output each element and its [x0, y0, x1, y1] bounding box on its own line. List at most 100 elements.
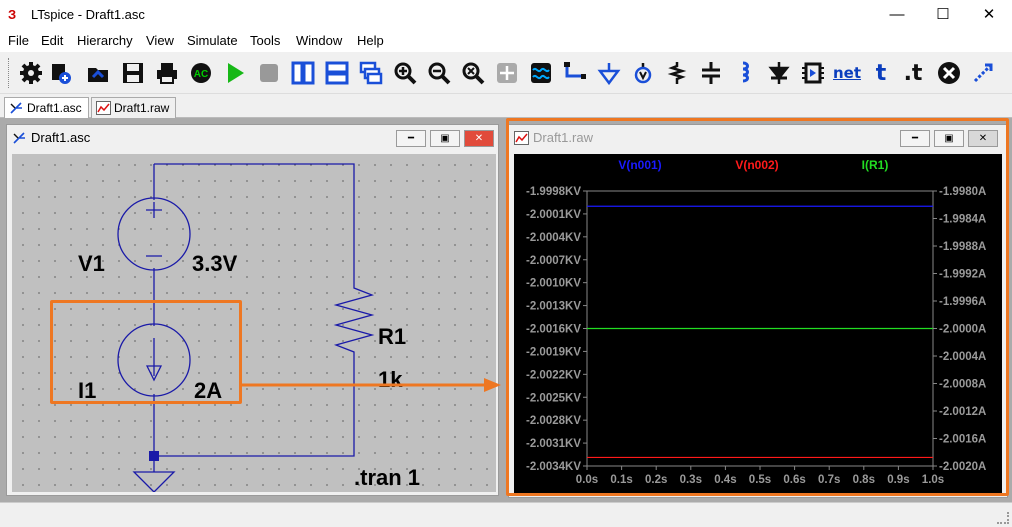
spice-directive-icon[interactable]: .t	[903, 60, 923, 86]
title-bar: З LTspice - Draft1.asc — ☐ ✕	[0, 0, 1012, 30]
save-icon[interactable]	[120, 60, 146, 86]
zoom-out-icon[interactable]	[426, 60, 452, 86]
schematic-restore-button[interactable]: ▣	[430, 130, 460, 147]
gear-icon[interactable]	[18, 60, 44, 86]
r1-value-label[interactable]: 1k	[378, 367, 403, 392]
text-icon[interactable]: t	[875, 60, 887, 86]
drag-icon[interactable]	[970, 60, 996, 86]
right-tick-label: -2.0012A	[939, 406, 986, 418]
left-tick-label: -2.0007KV	[526, 255, 581, 267]
schematic-titlebar[interactable]: Draft1.asc ━ ▣ ✕	[7, 125, 498, 151]
menu-edit[interactable]: Edit	[41, 33, 64, 48]
left-tick-label: -2.0022KV	[526, 369, 581, 381]
highlight-box-i1	[50, 300, 242, 404]
label-net-icon[interactable]	[630, 60, 656, 86]
annotation-arrow	[240, 378, 501, 392]
wire-icon[interactable]	[562, 60, 588, 86]
ground-symbol[interactable]	[132, 471, 176, 492]
tab-draft1-raw[interactable]: Draft1.raw	[91, 97, 177, 118]
schematic-title: Draft1.asc	[31, 130, 91, 145]
run-icon[interactable]	[222, 60, 248, 86]
schematic-canvas[interactable]: V1 3.3V I1 2A R1 1k .tran 1	[12, 154, 496, 492]
x-tick-label: 0.8s	[853, 474, 875, 486]
autorange-icon[interactable]	[528, 60, 554, 86]
pan-icon[interactable]	[494, 60, 520, 86]
menu-help[interactable]: Help	[357, 33, 384, 48]
x-tick-label: 0.3s	[680, 474, 702, 486]
net-label-icon[interactable]: net	[832, 64, 862, 82]
schematic-icon	[10, 102, 22, 114]
v1-value-label[interactable]: 3.3V	[192, 251, 238, 276]
r1-name-label[interactable]: R1	[378, 324, 406, 349]
waveform-titlebar[interactable]: Draft1.raw ━ ▣ ✕	[509, 125, 1007, 151]
x-tick-label: 0.6s	[783, 474, 805, 486]
i1-value-label[interactable]: 2A	[194, 378, 222, 403]
i1-symbol[interactable]	[117, 323, 191, 397]
v1-name-label[interactable]: V1	[78, 251, 105, 276]
tile-horizontal-icon[interactable]	[324, 60, 350, 86]
x-tick-label: 1.0s	[922, 474, 944, 486]
waveform-close-button[interactable]: ✕	[968, 130, 998, 147]
wire-top	[154, 163, 355, 278]
menu-view[interactable]: View	[146, 33, 174, 48]
tab-draft1-asc[interactable]: Draft1.asc	[4, 97, 89, 118]
tab-label: Draft1.raw	[114, 101, 170, 115]
print-icon[interactable]	[154, 60, 180, 86]
left-tick-label: -2.0028KV	[526, 415, 581, 427]
status-bar	[0, 502, 1012, 527]
schematic-minimize-button[interactable]: ━	[396, 130, 426, 147]
minimize-button[interactable]: —	[889, 6, 905, 23]
x-tick-label: 0.4s	[714, 474, 736, 486]
capacitor-icon[interactable]	[698, 60, 724, 86]
waveform-minimize-button[interactable]: ━	[900, 130, 930, 147]
toolbar: AC net t .t	[0, 52, 1012, 94]
close-button[interactable]: ✕	[982, 6, 996, 23]
resistor-icon[interactable]	[664, 60, 690, 86]
tab-label: Draft1.asc	[27, 101, 82, 115]
zoom-fit-icon[interactable]	[460, 60, 486, 86]
ac-analysis-icon[interactable]: AC	[188, 60, 214, 86]
menu-file[interactable]: File	[8, 33, 29, 48]
ground-icon[interactable]	[596, 60, 622, 86]
x-tick-label: 0.2s	[645, 474, 667, 486]
resize-grip[interactable]	[997, 512, 1009, 524]
halt-icon[interactable]	[256, 60, 282, 86]
waveform-restore-button[interactable]: ▣	[934, 130, 964, 147]
junction-dot	[149, 451, 159, 461]
legend-ir1: I(R1)	[862, 158, 889, 172]
left-tick-label: -1.9998KV	[526, 186, 581, 198]
x-tick-label: 0.5s	[749, 474, 771, 486]
component-icon[interactable]	[800, 60, 826, 86]
right-tick-label: -1.9984A	[939, 214, 986, 226]
schematic-close-button[interactable]: ✕	[464, 130, 494, 147]
new-schematic-icon[interactable]	[48, 60, 74, 86]
menu-tools[interactable]: Tools	[250, 33, 281, 48]
v1-symbol[interactable]	[117, 197, 191, 271]
left-tick-label: -2.0001KV	[526, 209, 581, 221]
i1-name-label[interactable]: I1	[78, 378, 96, 403]
window-title: LTspice - Draft1.asc	[31, 7, 145, 22]
inductor-icon[interactable]	[732, 60, 758, 86]
cut-icon[interactable]	[936, 60, 962, 86]
menu-window[interactable]: Window	[296, 33, 343, 48]
open-icon[interactable]	[85, 60, 111, 86]
maximize-button[interactable]: ☐	[936, 6, 950, 23]
wire-bottom	[154, 364, 355, 457]
menu-hierarchy[interactable]: Hierarchy	[77, 33, 133, 48]
right-tick-label: -1.9980A	[939, 186, 986, 198]
left-tick-label: -2.0025KV	[526, 392, 581, 404]
tran-directive[interactable]: .tran 1	[354, 465, 420, 490]
zoom-in-icon[interactable]	[392, 60, 418, 86]
ltspice-logo-icon: З	[8, 7, 17, 22]
cascade-icon[interactable]	[358, 60, 384, 86]
toolbar-grip[interactable]	[8, 58, 11, 88]
diode-icon[interactable]	[766, 60, 792, 86]
right-tick-label: -1.9988A	[939, 241, 986, 253]
menu-simulate[interactable]: Simulate	[187, 33, 238, 48]
r1-symbol[interactable]	[333, 278, 375, 364]
tile-vertical-icon[interactable]	[290, 60, 316, 86]
svg-text:AC: AC	[194, 69, 208, 80]
